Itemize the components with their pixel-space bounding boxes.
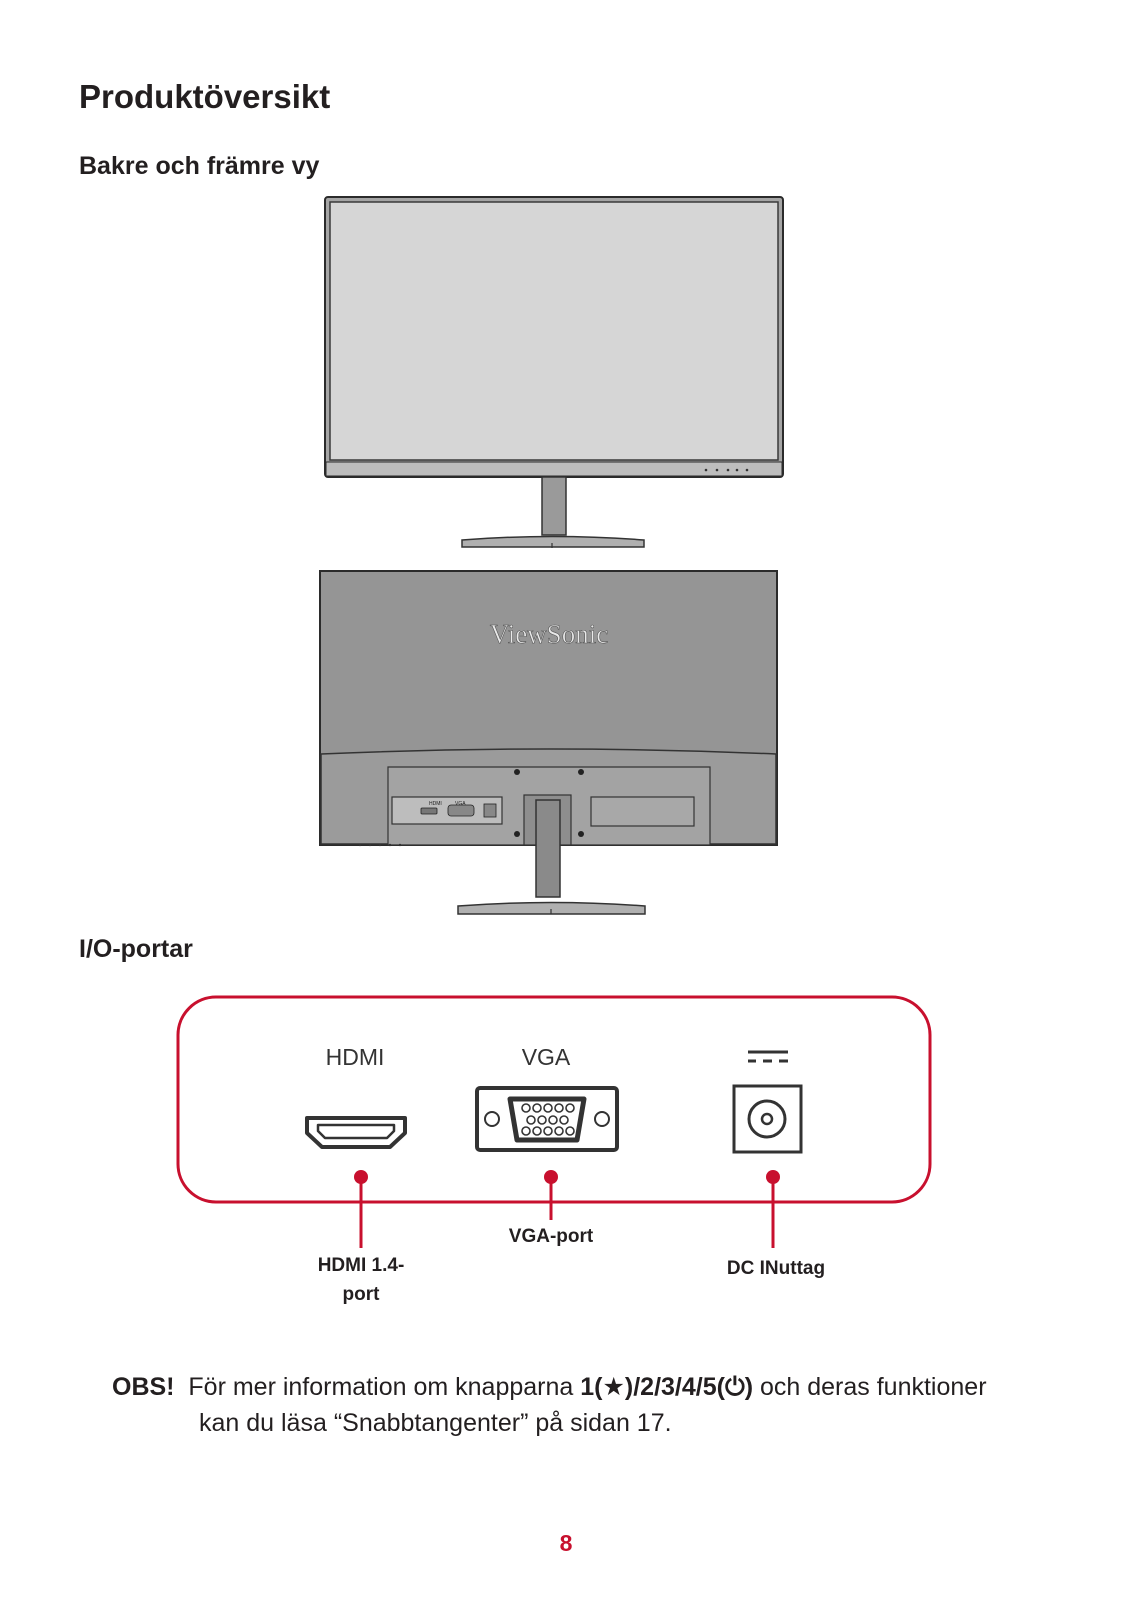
callout-vga: VGA-port bbox=[508, 1226, 594, 1247]
note-keys: 1(★)/2/3/4/5(⏻) bbox=[580, 1373, 754, 1401]
vga-port-icon bbox=[475, 1086, 619, 1152]
note-label: OBS! bbox=[112, 1373, 175, 1401]
note-block: OBS! För mer information om knapparna 1(… bbox=[112, 1369, 987, 1441]
monitor-front-view: HDMI VGA ViewSonic bbox=[319, 196, 784, 915]
note-text-2: och deras funktioner bbox=[760, 1373, 987, 1401]
note-text-1: För mer information om knapparna bbox=[188, 1373, 574, 1401]
front-bezel bbox=[324, 196, 784, 478]
io-ports-diagram: HDMI VGA bbox=[176, 995, 932, 1220]
section-heading-views: Bakre och främre vy bbox=[79, 152, 320, 180]
note-text-3: kan du läsa “Snabbtangenter” på sidan 17… bbox=[199, 1409, 672, 1437]
rear-vga-label: VGA bbox=[455, 801, 466, 807]
page-title: Produktöversikt bbox=[79, 78, 331, 115]
callout-hdmi-line1: HDMI 1.4- bbox=[317, 1255, 405, 1276]
vga-port-label: VGA bbox=[522, 1044, 571, 1070]
rear-hdmi-label: HDMI bbox=[429, 801, 442, 807]
page-number: 8 bbox=[559, 1530, 573, 1556]
hdmi-port-icon bbox=[305, 1116, 407, 1149]
hdmi-port-label: HDMI bbox=[326, 1044, 385, 1070]
front-stand bbox=[461, 476, 645, 548]
callout-hdmi: HDMI 1.4- port bbox=[291, 1251, 431, 1309]
callout-hdmi-line2: port bbox=[342, 1284, 380, 1305]
callout-dc: DC INuttag bbox=[726, 1258, 826, 1279]
section-heading-io: I/O-portar bbox=[79, 935, 193, 963]
dc-in-port-icon bbox=[732, 1084, 803, 1154]
viewsonic-logo: ViewSonic bbox=[490, 619, 608, 649]
callout-line-dc bbox=[766, 1170, 780, 1220]
callout-lines-lower bbox=[359, 1220, 775, 1248]
callout-line-vga bbox=[544, 1170, 558, 1220]
dc-symbol-icon bbox=[748, 1050, 788, 1063]
monitor-rear-view: HDMI VGA ViewSonic bbox=[319, 570, 778, 915]
callout-line-hdmi bbox=[354, 1170, 368, 1220]
